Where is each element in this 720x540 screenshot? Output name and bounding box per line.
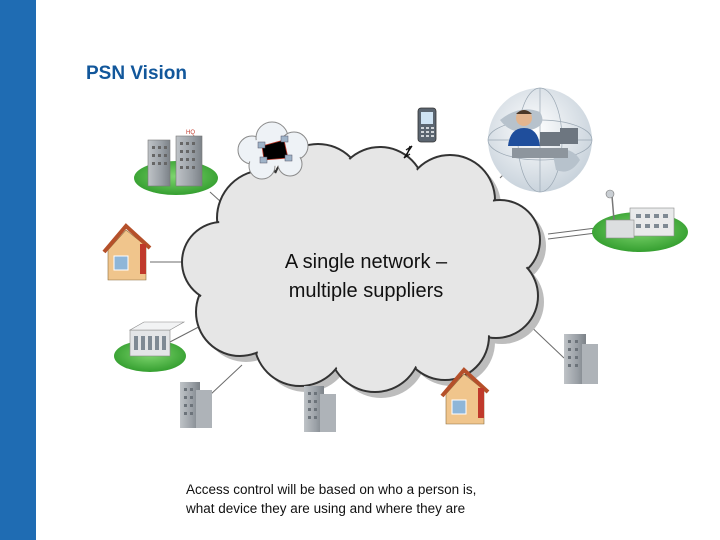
hq-label: HQ xyxy=(186,130,195,136)
caption-line-2: what device they are using and where the… xyxy=(186,501,466,516)
caption: Access control will be based on who a pe… xyxy=(186,480,586,518)
office-building-icon xyxy=(304,386,336,432)
office-building-icon xyxy=(180,382,212,428)
house-icon xyxy=(440,367,490,425)
cloud-label-line-2: multiple suppliers xyxy=(288,280,444,302)
house-icon xyxy=(102,223,152,281)
caption-line-1: Access control will be based on who a pe… xyxy=(186,482,477,497)
mini-network-icon xyxy=(237,121,309,180)
datacenter-icon xyxy=(114,321,186,372)
network-cloud xyxy=(181,143,546,398)
accent-band xyxy=(0,0,36,540)
mobile-phone-icon xyxy=(403,107,437,159)
operator-globe-icon xyxy=(487,87,593,193)
cloud-label-line-1: A single network – xyxy=(284,251,448,273)
office-building-icon xyxy=(564,334,598,384)
slide-title: PSN Vision xyxy=(86,63,188,84)
hq-office-icon: HQ xyxy=(134,130,218,195)
cloud-label: A single network – multiple suppliers xyxy=(226,248,506,306)
factory-icon xyxy=(592,189,688,252)
